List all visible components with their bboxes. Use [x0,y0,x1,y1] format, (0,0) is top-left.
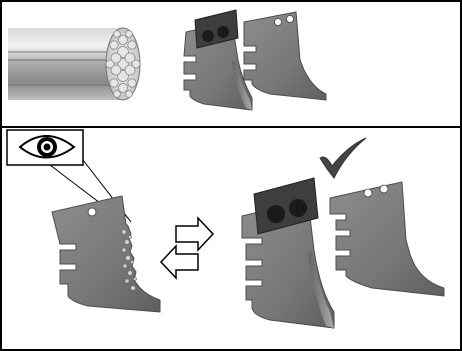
cutting-blade-pair-with-block [184,10,326,110]
checkmark-icon [320,138,366,178]
worn-blade-illustration [52,196,160,312]
new-right-blade [330,182,444,296]
wire-rope-cable-illustration [8,28,140,100]
new-blade-pair-with-block [242,178,444,328]
top-panel [8,10,326,110]
replace-arrows-icon [161,218,213,278]
bottom-panel [7,130,444,328]
right-blade [244,12,326,100]
